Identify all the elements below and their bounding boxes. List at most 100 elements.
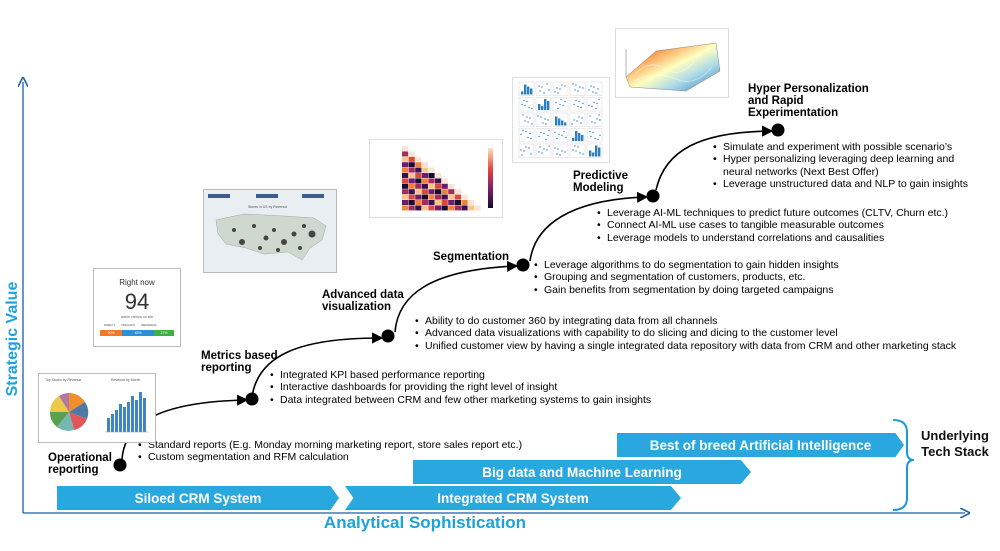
pairplot-bar	[572, 138, 575, 141]
dashboard-left-title: Top Stores by Revenue	[45, 378, 82, 382]
pairplot-point	[554, 147, 556, 149]
pairplot-point	[540, 131, 542, 134]
heatmap-cell	[421, 205, 428, 211]
heatmap-cell	[421, 189, 428, 195]
pairplot-point	[555, 101, 557, 104]
heatmap-cell	[474, 205, 481, 211]
heatmap-cell	[415, 189, 422, 195]
connector-5	[655, 125, 774, 191]
bar-label: Best of breed Artificial Intelligence	[649, 437, 872, 453]
heatmap-cell	[415, 162, 422, 168]
pairplot-point	[554, 91, 556, 93]
pairplot-point	[575, 84, 577, 86]
heatmap-cell	[402, 183, 409, 189]
heatmap-cell	[421, 200, 428, 205]
pairplot-bar	[581, 135, 584, 141]
pairplot-cell	[535, 81, 552, 96]
stage-title-segmentation: Segmentation	[433, 251, 510, 263]
heatmap-graphic	[402, 146, 493, 211]
heatmap-cell	[402, 173, 409, 178]
pairplot-bar	[578, 133, 581, 141]
heatmap-cell	[428, 178, 435, 184]
pairplot-point	[538, 85, 540, 87]
pairplot-point	[560, 98, 562, 101]
pairplot-point	[577, 90, 579, 92]
pairplot-point	[538, 151, 540, 153]
pairplot-point	[579, 86, 581, 88]
pairplot-point	[543, 132, 545, 135]
heatmap-cell	[415, 194, 422, 200]
pairplot-point	[543, 92, 545, 94]
heatmap-cell	[428, 167, 435, 173]
bullet-item: Interactive dashboards for providing the…	[270, 381, 651, 394]
bar-label: Integrated CRM System	[437, 490, 589, 506]
heatmap-cell	[408, 162, 415, 168]
heatmap-cell	[408, 167, 415, 173]
bullet-item: Standard reports (E.g. Monday morning ma…	[138, 439, 522, 452]
heatmap-cell	[415, 205, 422, 211]
bullet-item: Leverage algorithms to do segmentation t…	[534, 259, 839, 272]
pairplot-point	[575, 99, 577, 102]
bullet-item: Hyper personalizing leveraging deep lear…	[713, 153, 968, 178]
pairplot-point	[556, 153, 558, 155]
pairplot-point	[528, 106, 530, 109]
bullet-item: Gain benefits from segmentation by doing…	[534, 284, 839, 297]
heatmap-cell	[415, 167, 422, 173]
dashboard-thumbnail: Top Stores by Revenue Revenue by Month	[38, 373, 156, 443]
pairplot-point	[595, 107, 597, 110]
pairplot-point	[541, 86, 543, 88]
heatmap-cell	[402, 162, 409, 168]
kpi-segment-referral: 27%	[154, 330, 174, 336]
pairplot-point	[575, 150, 577, 152]
pairplot-point	[572, 83, 574, 85]
kpi-heading: Right now	[119, 278, 155, 287]
heatmap-cell	[441, 183, 448, 189]
heatmap-cell	[448, 205, 455, 211]
pairplot-point	[531, 107, 533, 110]
heatmap-cell	[428, 189, 435, 195]
pairplot-cell	[535, 128, 552, 143]
node-advanced	[381, 329, 395, 343]
pairplot-cell	[569, 97, 586, 112]
heatmap-cell	[421, 162, 428, 168]
pairplot-point	[564, 85, 566, 87]
bar-big-data-ml: Big data and Machine Learning	[413, 460, 751, 484]
heatmap-cell	[415, 178, 422, 184]
node-operational	[113, 458, 127, 472]
bullet-item: Custom segmentation and RFM calculation	[138, 451, 522, 464]
pairplot-point	[522, 129, 524, 132]
pairplot-point	[547, 134, 549, 137]
pairplot-point	[558, 133, 560, 136]
pairplot-point	[529, 132, 531, 135]
pairplot-cell	[535, 112, 552, 127]
pairplot-point	[539, 90, 541, 92]
heatmap-cell	[408, 173, 415, 178]
pairplot-point	[573, 103, 575, 106]
stage-title-operational: Operational reporting	[48, 452, 112, 476]
pairplot-point	[546, 83, 548, 85]
heatmap-cell	[454, 205, 461, 211]
pairplot-point	[599, 134, 601, 137]
heatmap-cell	[461, 194, 468, 200]
pairplot-cell	[569, 143, 586, 158]
pairplot-bar	[592, 152, 595, 157]
heatmap-cell	[461, 200, 468, 205]
heatmap-cell	[402, 146, 409, 151]
kpi-caption: active visitors on site	[120, 315, 154, 319]
pairplot-point	[589, 115, 591, 117]
map-thumbnail: Stores in US by Revenue	[203, 189, 337, 273]
pairplot-point	[548, 89, 550, 91]
pairplot-point	[528, 147, 530, 149]
map-graphic	[208, 194, 327, 261]
heatmap-cell	[408, 189, 415, 195]
pairplot-point	[592, 91, 594, 93]
heatmap-cell	[448, 194, 455, 200]
kpi-segment-direct: 30%	[100, 330, 123, 336]
heatmap-cell	[421, 167, 428, 173]
heatmap-cell	[428, 183, 435, 189]
pairplot-point	[525, 130, 527, 133]
pairplot-bar	[521, 91, 524, 95]
pairplot-point	[557, 92, 559, 94]
pairplot-point	[548, 145, 550, 147]
pairplot-point	[596, 118, 598, 120]
